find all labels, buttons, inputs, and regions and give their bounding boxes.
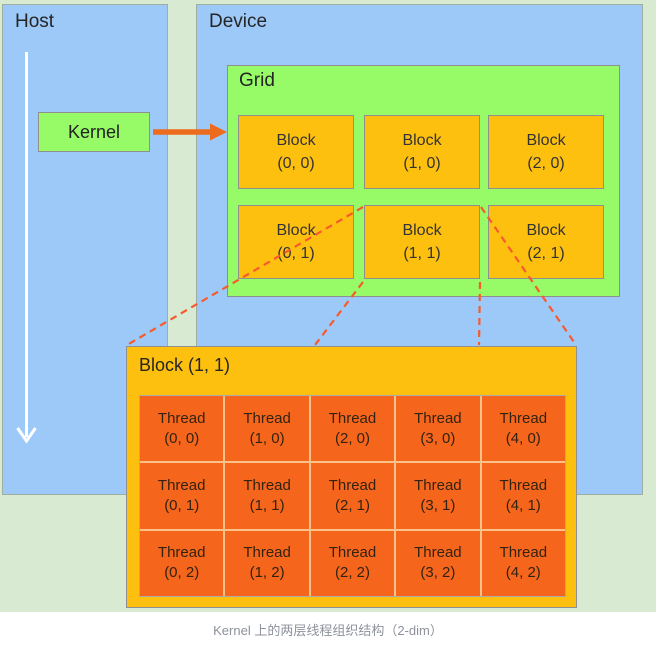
expanded-block-title: Block (1, 1)	[139, 355, 231, 375]
thread-cell-1-2: Thread (1, 2)	[225, 530, 309, 596]
block-cell-index: (2, 0)	[527, 155, 565, 172]
thread-cell-index: (4, 1)	[505, 496, 541, 514]
thread-cell-4-2: Thread (4, 2)	[481, 530, 565, 596]
thread-cell-1-1: Thread (1, 1)	[225, 463, 309, 529]
grid-label: Grid	[239, 70, 275, 91]
thread-cell-title: Thread	[499, 409, 548, 427]
block-cell-1-0: Block (1, 0)	[364, 115, 480, 189]
host-label: Host	[15, 11, 55, 32]
thread-cell-index: (0, 1)	[164, 496, 200, 514]
block-cell-index: (2, 1)	[527, 245, 565, 262]
thread-cell-index: (4, 0)	[505, 429, 541, 447]
thread-table: Thread (0, 0) Thread (1, 0) Thread (2, 0…	[139, 395, 566, 597]
thread-cell-index: (2, 2)	[334, 564, 370, 582]
block-cell-0-0: Block (0, 0)	[238, 115, 354, 189]
thread-cell-index: (2, 1)	[334, 496, 370, 514]
thread-cell-title: Thread	[157, 544, 206, 562]
expanded-block-box: Block (1, 1) Thread (0, 0) Thread (1, 0)…	[126, 346, 577, 608]
thread-cell-index: (1, 0)	[249, 429, 285, 447]
block-cell-0-1: Block (0, 1)	[238, 205, 354, 279]
thread-cell-index: (3, 0)	[420, 429, 456, 447]
thread-cell-2-1: Thread (2, 1)	[310, 463, 395, 529]
thread-cell-4-0: Thread (4, 0)	[481, 396, 565, 462]
kernel-label: Kernel	[67, 121, 121, 142]
thread-cell-0-1: Thread (0, 1)	[140, 463, 224, 529]
thread-cell-0-0: Thread (0, 0)	[140, 396, 224, 462]
thread-cell-0-2: Thread (0, 2)	[140, 530, 224, 596]
thread-cell-title: Thread	[243, 544, 291, 562]
thread-cell-2-2: Thread (2, 2)	[310, 530, 395, 596]
figure-caption: Kernel 上的两层线程组织结构（2-dim）	[213, 623, 443, 638]
block-cell-2-1: Block (2, 1)	[488, 205, 604, 279]
thread-cell-index: (0, 0)	[164, 429, 200, 447]
device-label: Device	[209, 11, 268, 32]
thread-cell-title: Thread	[328, 544, 377, 562]
block-cell-title: Block	[526, 222, 566, 239]
block-cell-title: Block	[402, 132, 442, 149]
kernel-box: Kernel	[38, 112, 150, 152]
thread-cell-title: Thread	[414, 476, 462, 494]
thread-cell-1-0: Thread (1, 0)	[225, 396, 309, 462]
thread-cell-3-0: Thread (3, 0)	[396, 396, 480, 462]
block-cell-1-1: Block (1, 1)	[364, 205, 480, 279]
thread-cell-index: (4, 2)	[505, 564, 541, 582]
block-cell-index: (1, 0)	[403, 155, 441, 172]
thread-cell-title: Thread	[414, 409, 462, 427]
thread-cell-2-0: Thread (2, 0)	[310, 396, 395, 462]
thread-cell-title: Thread	[499, 476, 548, 494]
thread-cell-index: (2, 0)	[334, 429, 370, 447]
thread-cell-title: Thread	[157, 476, 206, 494]
grid-box: Grid Block (0, 0) Block (1, 0) Block (2,…	[227, 65, 620, 297]
block-cell-index: (0, 0)	[277, 155, 315, 172]
thread-cell-3-1: Thread (3, 1)	[396, 463, 480, 529]
thread-cell-index: (1, 1)	[249, 496, 285, 514]
block-cell-index: (1, 1)	[403, 245, 441, 262]
block-cell-title: Block	[276, 132, 316, 149]
thread-cell-4-1: Thread (4, 1)	[481, 463, 565, 529]
block-cell-index: (0, 1)	[277, 245, 315, 262]
thread-cell-3-2: Thread (3, 2)	[396, 530, 480, 596]
thread-cell-index: (3, 1)	[420, 496, 456, 514]
block-cell-title: Block	[402, 222, 442, 239]
thread-cell-index: (0, 2)	[164, 564, 200, 582]
thread-cell-title: Thread	[157, 409, 206, 427]
thread-cell-title: Thread	[243, 409, 291, 427]
thread-cell-title: Thread	[328, 409, 377, 427]
thread-cell-title: Thread	[499, 544, 548, 562]
thread-cell-title: Thread	[243, 476, 291, 494]
block-cell-title: Block	[276, 222, 316, 239]
thread-cell-index: (1, 2)	[249, 564, 285, 582]
thread-cell-index: (3, 2)	[420, 564, 456, 582]
thread-cell-title: Thread	[414, 544, 462, 562]
thread-cell-title: Thread	[328, 476, 377, 494]
block-cell-2-0: Block (2, 0)	[488, 115, 604, 189]
block-cell-title: Block	[526, 132, 566, 149]
